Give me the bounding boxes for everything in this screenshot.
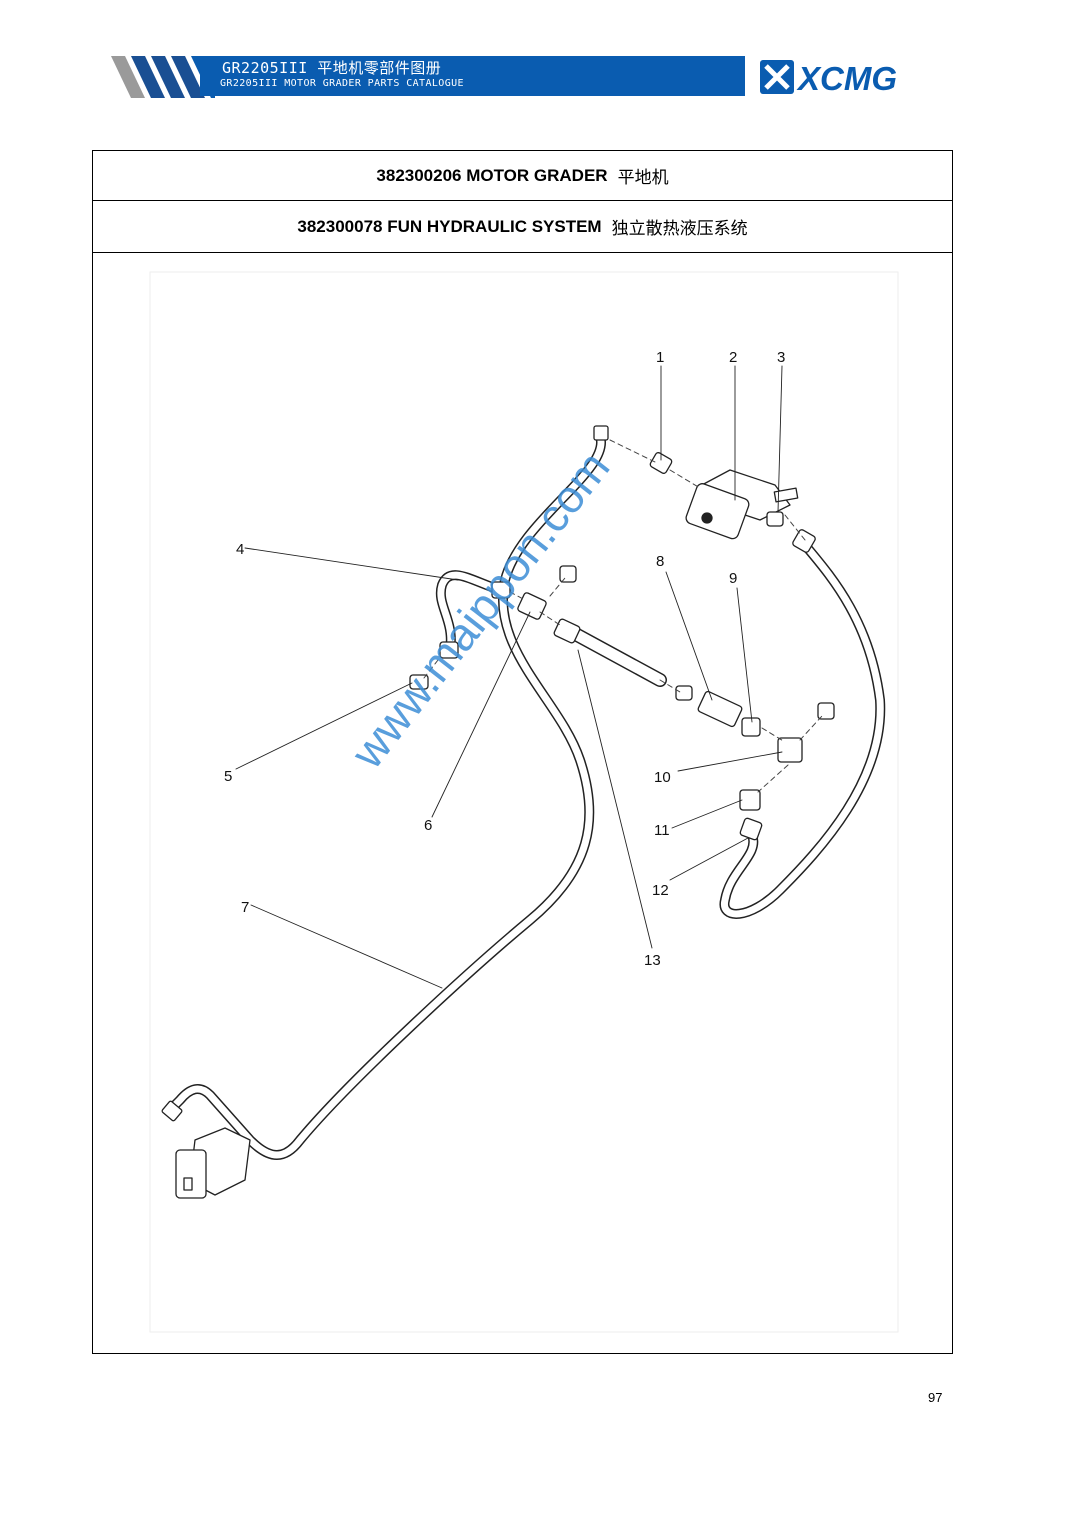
system-name-zh: 独立散热液压系统: [611, 219, 748, 238]
page-header: GR2205III 平地机零部件图册 GR2205III MOTOR GRADE…: [0, 0, 1072, 110]
fitting-3: [766, 511, 784, 527]
tee-10: [777, 737, 803, 763]
callout-10: 10: [654, 769, 671, 786]
callout-9: 9: [729, 570, 737, 587]
machine-code: 382300206 MOTOR GRADER: [376, 165, 608, 185]
hydraulic-pump: [175, 1127, 251, 1199]
header-bar: [200, 56, 745, 96]
fitting-1: [649, 452, 673, 474]
pipe-13: [553, 618, 667, 687]
callout-13: 13: [644, 952, 661, 969]
callout-11: 11: [654, 822, 670, 839]
callout-2: 2: [729, 349, 737, 366]
xcmg-logo: XCMG: [760, 60, 897, 97]
callout-6: 6: [424, 817, 432, 834]
adapter-5: [409, 674, 429, 690]
hose-7: [161, 425, 609, 1160]
hose-12: [719, 529, 886, 919]
machine-name-zh: 平地机: [617, 168, 669, 187]
logo-text: XCMG: [796, 60, 897, 97]
fitting-small: [675, 685, 693, 701]
callout-3: 3: [777, 349, 785, 366]
page-number: 97: [928, 1390, 943, 1405]
callout-8: 8: [656, 553, 664, 570]
adapter-top: [559, 565, 577, 583]
adapter-10-top: [817, 702, 835, 720]
callout-1: 1: [656, 349, 664, 366]
filter-8: [697, 690, 743, 728]
fitting-9: [741, 717, 761, 737]
catalogue-title-zh: GR2205III 平地机零部件图册: [222, 59, 442, 77]
hydraulic-motor-2: [685, 469, 799, 540]
hose-4: [435, 570, 511, 659]
tee-6: [517, 592, 547, 620]
callout-12: 12: [652, 882, 669, 899]
system-code: 382300078 FUN HYDRAULIC SYSTEM: [297, 216, 602, 236]
callout-4: 4: [236, 541, 244, 558]
machine-title-row: 382300206 MOTOR GRADER 平地机: [93, 151, 952, 201]
catalogue-title-en: GR2205III MOTOR GRADER PARTS CATALOGUE: [220, 78, 464, 89]
system-title-row: 382300078 FUN HYDRAULIC SYSTEM 独立散热液压系统: [93, 201, 952, 253]
callout-7: 7: [241, 899, 249, 916]
parts-table: 382300206 MOTOR GRADER 平地机 382300078 FUN…: [92, 150, 953, 1354]
elbow-11: [739, 789, 761, 811]
callout-5: 5: [224, 768, 232, 785]
